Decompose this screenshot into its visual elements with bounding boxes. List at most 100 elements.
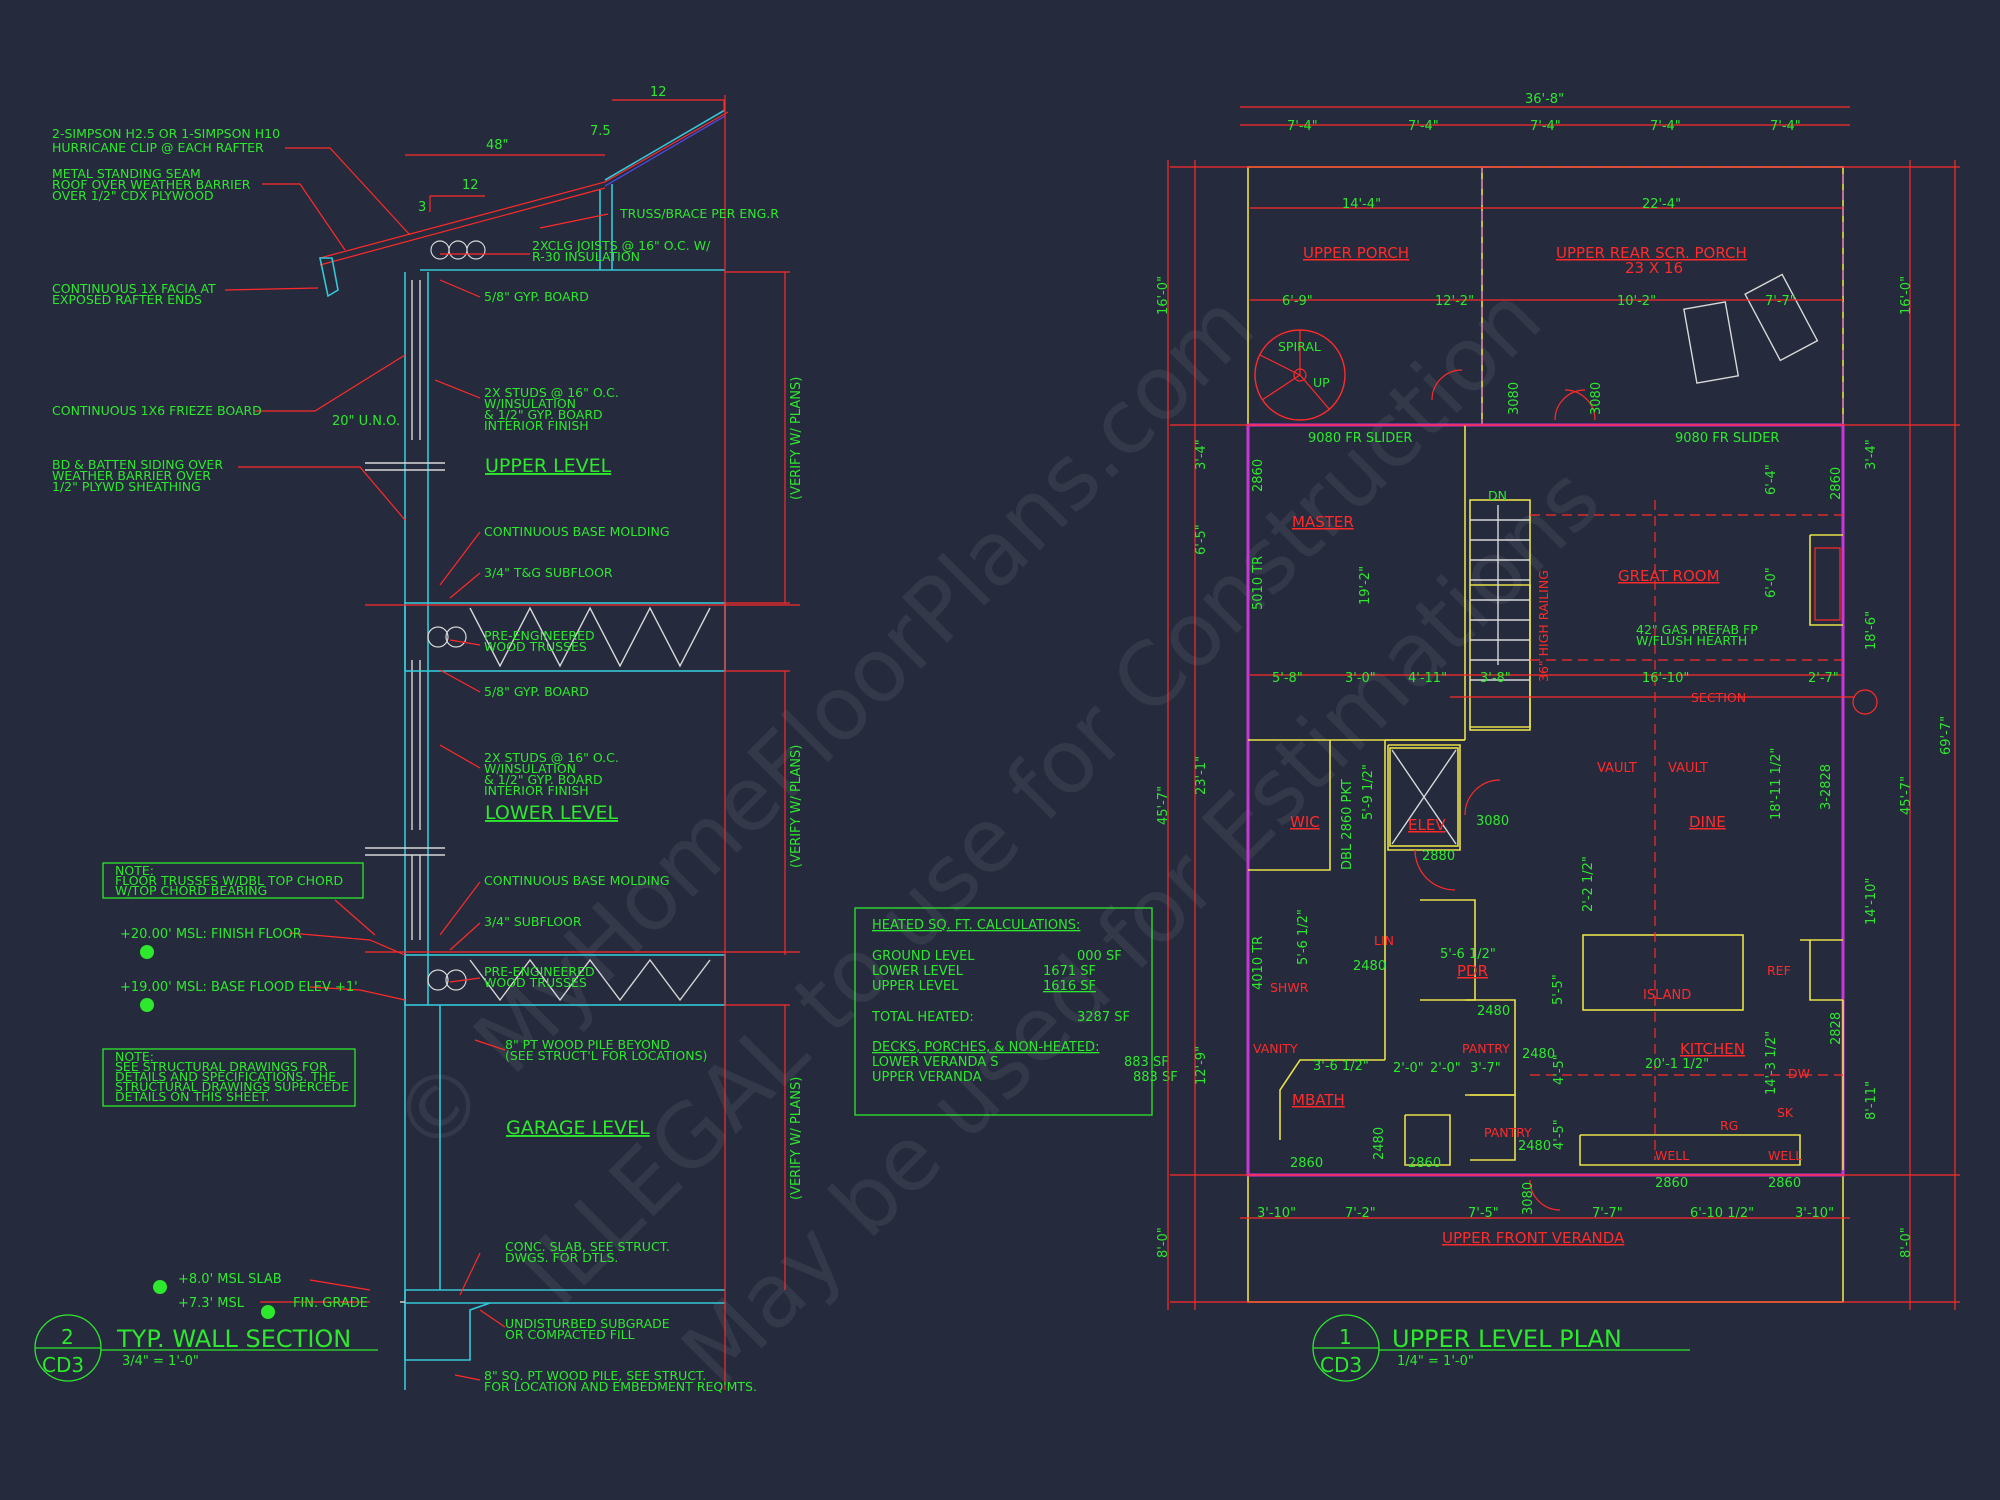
room-rear-porch: UPPER REAR SCR. PORCH xyxy=(1556,244,1747,262)
level-label-garage: GARAGE LEVEL xyxy=(506,1117,650,1139)
dim-6-9: 6'-9" xyxy=(1282,294,1313,309)
room-kitchen: KITCHEN xyxy=(1680,1040,1745,1058)
dim-5-6a: 5'-6 1/2" xyxy=(1296,909,1311,965)
dimension-lines xyxy=(1167,106,1960,1310)
detail-scale-2: 3/4" = 1'-0" xyxy=(122,1354,199,1369)
rafter-spacing-text: 20" U.N.O. xyxy=(332,414,400,429)
note1-line-0: NOTE: xyxy=(115,863,154,878)
door-2480-a: 2480 xyxy=(1353,959,1386,974)
callout-left-6: EXPOSED RAFTER ENDS xyxy=(52,292,202,307)
calc-row-0-label: GROUND LEVEL xyxy=(872,949,975,964)
callout-right-3: 5/8" GYP. BOARD xyxy=(484,289,589,304)
callout-right-20: WOOD TRUSSES xyxy=(484,975,587,990)
callout-right-23: CONC. SLAB, SEE STRUCT. xyxy=(505,1239,670,1254)
section-marker xyxy=(1852,689,1878,715)
door-3080-b: 3080 xyxy=(1589,382,1604,415)
level-label-lower: LOWER LEVEL xyxy=(485,802,618,824)
door-swing-1 xyxy=(1431,369,1463,401)
callout-right-26: OR COMPACTED FILL xyxy=(505,1327,635,1342)
win-2860-c: 2860 xyxy=(1290,1156,1323,1171)
left-dim-23-1: 23'-1" xyxy=(1194,756,1209,795)
calc-row-1-value: 1671 SF xyxy=(1043,964,1096,979)
callout-left-0: 2-SIMPSON H2.5 OR 1-SIMPSON H10 xyxy=(52,126,280,141)
top-seg-2: 7'-4" xyxy=(1530,119,1561,134)
door-swing-6 xyxy=(1529,1179,1561,1211)
footing xyxy=(404,1290,491,1361)
row-16-10: 16'-10" xyxy=(1642,671,1689,686)
bot-dim-2: 7'-2" xyxy=(1345,1206,1376,1221)
detail-scale-1: 1/4" = 1'-0" xyxy=(1397,1354,1474,1369)
win-2860-e: 2860 xyxy=(1655,1176,1688,1191)
gas-fp-line-1: 42" GAS PREFAB FP xyxy=(1636,622,1758,637)
room-pantry-2: PANTRY xyxy=(1484,1125,1532,1140)
callout-right-2: R-30 INSULATION xyxy=(532,249,640,264)
callout-right-18: 3/4" SUBFLOOR xyxy=(484,914,582,929)
callout-right-5: W/INSULATION xyxy=(484,396,576,411)
interior-walls xyxy=(1248,425,1844,1170)
dbl-pkt: DBL 2860 PKT xyxy=(1340,779,1355,870)
pitch-rise: 7.5 xyxy=(590,124,611,139)
right-dim-18-6: 18'-6" xyxy=(1864,611,1879,650)
slider-2: 9080 FR SLIDER xyxy=(1675,431,1779,446)
dim-2-0a: 2'-0" xyxy=(1393,1061,1424,1076)
note-box-2 xyxy=(102,1048,356,1107)
calc-row-1-label: LOWER LEVEL xyxy=(872,964,964,979)
detail-number-2: 2 xyxy=(61,1325,74,1349)
dim-4-5b: 4'-5" xyxy=(1552,1119,1567,1150)
vault-2: VAULT xyxy=(1668,761,1708,776)
calc-heading: HEATED SQ. FT. CALCULATIONS: xyxy=(872,918,1080,933)
note2-line-0: NOTE: xyxy=(115,1049,154,1064)
room-ref: REF xyxy=(1767,963,1791,978)
bot-dim-5: 6'-10 1/2" xyxy=(1690,1206,1754,1221)
section-label: SECTION xyxy=(1691,690,1746,705)
callout-left-4: OVER 1/2" CDX PLYWOOD xyxy=(52,188,214,203)
calc-table-border xyxy=(854,907,1153,1116)
slider-1: 9080 FR SLIDER xyxy=(1308,431,1412,446)
win-3-2828: 3-2828 xyxy=(1819,764,1834,810)
top-seg-4: 7'-4" xyxy=(1770,119,1801,134)
callout-right-27: 8" SQ. PT WOOD PILE, SEE STRUCT. xyxy=(484,1368,706,1383)
room-vanity: VANITY xyxy=(1253,1041,1298,1056)
calc-row-0-value: 000 SF xyxy=(1077,949,1122,964)
callout-left-1: HURRICANE CLIP @ EACH RAFTER xyxy=(52,140,264,155)
room-elev: ELEV xyxy=(1408,816,1446,834)
door-3080-d: 3080 xyxy=(1521,1182,1536,1215)
room-upper-porch: UPPER PORCH xyxy=(1303,244,1409,262)
room-lin: LIN xyxy=(1374,933,1394,948)
door-2480-d: 2480 xyxy=(1372,1127,1387,1160)
elev-fin-grade: FIN. GRADE xyxy=(293,1296,368,1311)
win-2828: 2828 xyxy=(1829,1012,1844,1045)
fascia xyxy=(319,257,339,298)
callout-left-2: METAL STANDING SEAM xyxy=(52,166,201,181)
callout-right-14: W/INSULATION xyxy=(484,761,576,776)
overhang-dim-text: 48" xyxy=(486,138,509,153)
bot-dim-4: 7'-7" xyxy=(1592,1206,1623,1221)
win-2860-d: 2860 xyxy=(1408,1156,1441,1171)
right-dim-16-0: 16'-0" xyxy=(1899,276,1914,315)
room-master: MASTER xyxy=(1292,513,1354,531)
win-4010: 4010 TR xyxy=(1251,936,1266,990)
calc-row-2-label: UPPER LEVEL xyxy=(872,979,959,994)
row-4-11: 4'-11" xyxy=(1408,671,1447,686)
room-shwr: SHWR xyxy=(1270,980,1309,995)
dim-19-2: 19'-2" xyxy=(1358,566,1373,605)
callout-right-10: PRE-ENGINEERED xyxy=(484,628,595,643)
porch-outline xyxy=(1247,166,1844,426)
dim-10-2: 10'-2" xyxy=(1617,294,1656,309)
small-pitch-rise-text: 3 xyxy=(418,200,426,215)
sqft-calculation-table: HEATED SQ. FT. CALCULATIONS: GROUND LEVE… xyxy=(854,907,1178,1116)
right-dim-8-11: 8'-11" xyxy=(1864,1081,1879,1120)
dim-14-3: 14'-3 1/2" xyxy=(1764,1031,1779,1095)
elev-slab: +8.0' MSL SLAB xyxy=(178,1272,282,1287)
left-dim-12-9: 12'-9" xyxy=(1194,1046,1209,1085)
bot-dim-1: 3'-10" xyxy=(1257,1206,1296,1221)
verify-text-lower: (VERIFY W/ PLANS) xyxy=(789,745,804,868)
right-dim-69-7: 69'-7" xyxy=(1939,716,1954,755)
roof-line xyxy=(319,111,729,259)
overall-width-dim: 36'-8" xyxy=(1525,92,1564,107)
elev-marker-3 xyxy=(153,1280,167,1294)
stairs xyxy=(1469,499,1531,731)
dim-porch-w1: 14'-4" xyxy=(1342,197,1381,212)
elev-marker-1 xyxy=(140,945,154,959)
